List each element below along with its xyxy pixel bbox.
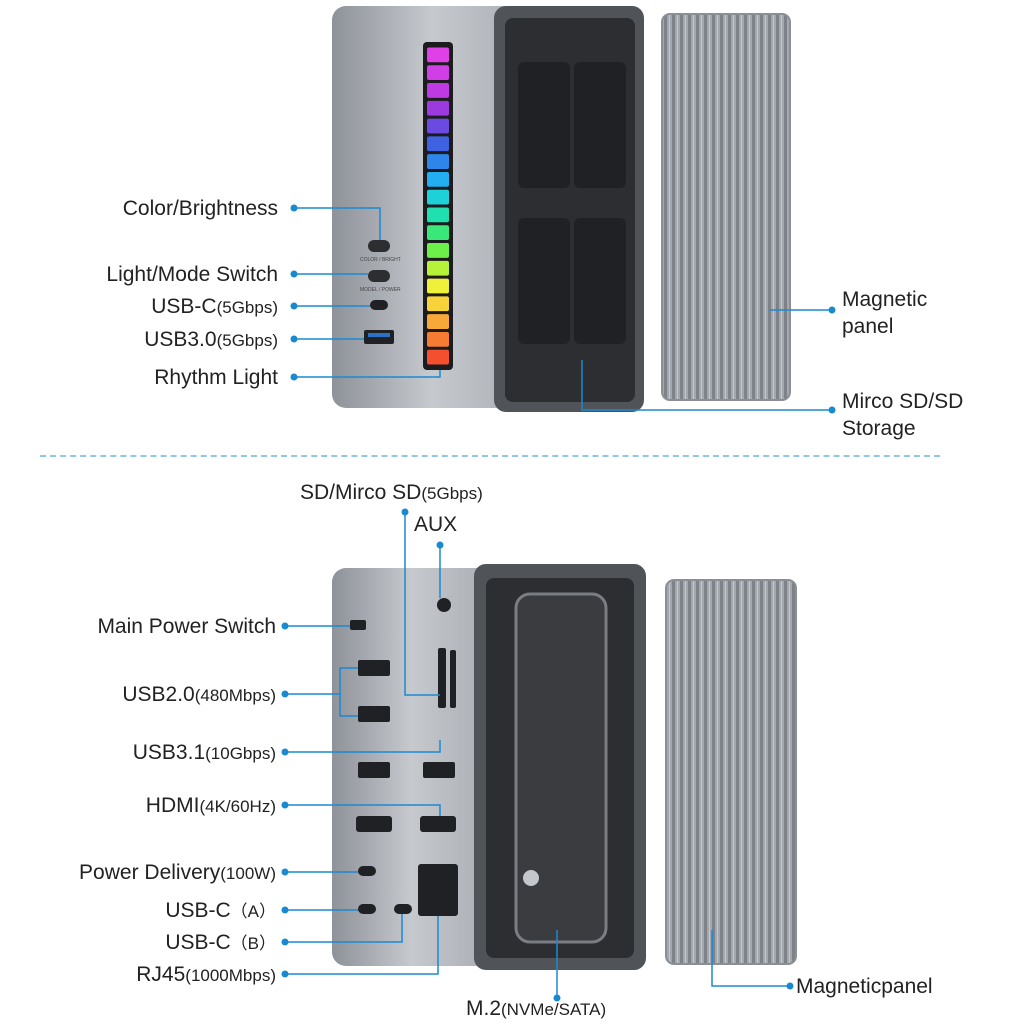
rhythm-light-segment — [427, 296, 449, 312]
main-power-switch[interactable] — [350, 620, 366, 630]
bottom-magnetic-panel — [665, 579, 797, 965]
label-power-delivery: Power Delivery(100W) — [79, 861, 276, 884]
label-usb-c-a: USB-C（A） — [165, 899, 276, 922]
label-rhythm-light: Rhythm Light — [154, 366, 278, 389]
label-usb30: USB3.0(5Gbps) — [144, 328, 278, 351]
usb31-port-2[interactable] — [423, 762, 455, 778]
label-main-power-switch: Main Power Switch — [97, 615, 276, 638]
rhythm-light-segment — [427, 65, 449, 81]
top-magnetic-panel — [661, 13, 791, 401]
label-m2: M.2(NVMe/SATA) — [466, 997, 607, 1020]
rj45-port-icon[interactable] — [418, 864, 458, 916]
rhythm-light-segment — [427, 207, 449, 223]
sd-storage-slots — [518, 62, 626, 344]
rhythm-light-segment — [427, 100, 449, 116]
usb31-port-1[interactable] — [358, 762, 390, 778]
rhythm-light-segment — [427, 331, 449, 347]
rhythm-light-segment — [427, 260, 449, 276]
label-aux: AUX — [414, 513, 458, 536]
label-usb20: USB2.0(480Mbps) — [122, 683, 276, 706]
top-leader-dots — [290, 204, 836, 414]
color-brightness-button[interactable] — [368, 240, 390, 252]
label-hdmi: HDMI(4K/60Hz) — [145, 794, 276, 817]
label-usb-c-b: USB-C（B） — [165, 931, 276, 954]
aux-jack-icon[interactable] — [437, 598, 451, 612]
rhythm-light-segment — [427, 83, 449, 98]
rhythm-light-segment — [427, 47, 449, 63]
hdmi-port-2[interactable] — [420, 816, 456, 832]
rhythm-light-segment — [427, 189, 449, 205]
rhythm-light-segment — [427, 278, 449, 294]
usb-c-a-port[interactable] — [358, 904, 376, 914]
model-power-print: MODEL / POWER — [360, 287, 401, 293]
label-usb-c: USB-C(5Gbps) — [151, 295, 278, 318]
bottom-leader-dots — [281, 508, 794, 1002]
rhythm-light-segment — [427, 349, 449, 365]
bottom-ports — [350, 598, 458, 916]
sd-slot-icon[interactable] — [438, 648, 446, 708]
rhythm-light-segment — [427, 136, 449, 152]
usb-c-port-icon[interactable] — [370, 300, 388, 310]
rhythm-light-bar-icon — [423, 42, 453, 370]
hdmi-port-icon[interactable] — [356, 816, 392, 832]
rhythm-light-segment — [427, 243, 449, 258]
usb2-port-2[interactable] — [358, 706, 390, 722]
bottom-leader-lines — [288, 512, 788, 998]
label-light-mode-switch: Light/Mode Switch — [106, 263, 278, 286]
label-color-brightness: Color/Brightness — [122, 197, 278, 220]
color-bright-print: COLOR / BRIGHT — [360, 257, 401, 263]
top-leader-lines — [297, 207, 830, 411]
mode-switch-button[interactable] — [368, 270, 390, 282]
rhythm-light-segment — [427, 118, 449, 134]
rhythm-light-segment — [427, 154, 449, 169]
rhythm-light-segment — [427, 314, 449, 329]
label-magnetic-panel-bottom: Magneticpanel — [796, 975, 933, 998]
usb-c-b-port[interactable] — [394, 904, 412, 914]
top-buttons — [364, 240, 394, 344]
label-sd-micro-sd: SD/Mirco SD(5Gbps) — [300, 481, 483, 504]
rhythm-light-segment — [427, 171, 449, 187]
rhythm-light-segment — [427, 225, 449, 241]
label-usb31: USB3.1(10Gbps) — [132, 741, 276, 764]
label-rj45: RJ45(1000Mbps) — [136, 963, 276, 986]
usb2-port-1[interactable] — [358, 660, 390, 676]
section-divider — [40, 455, 940, 457]
pd-port[interactable] — [358, 866, 376, 876]
